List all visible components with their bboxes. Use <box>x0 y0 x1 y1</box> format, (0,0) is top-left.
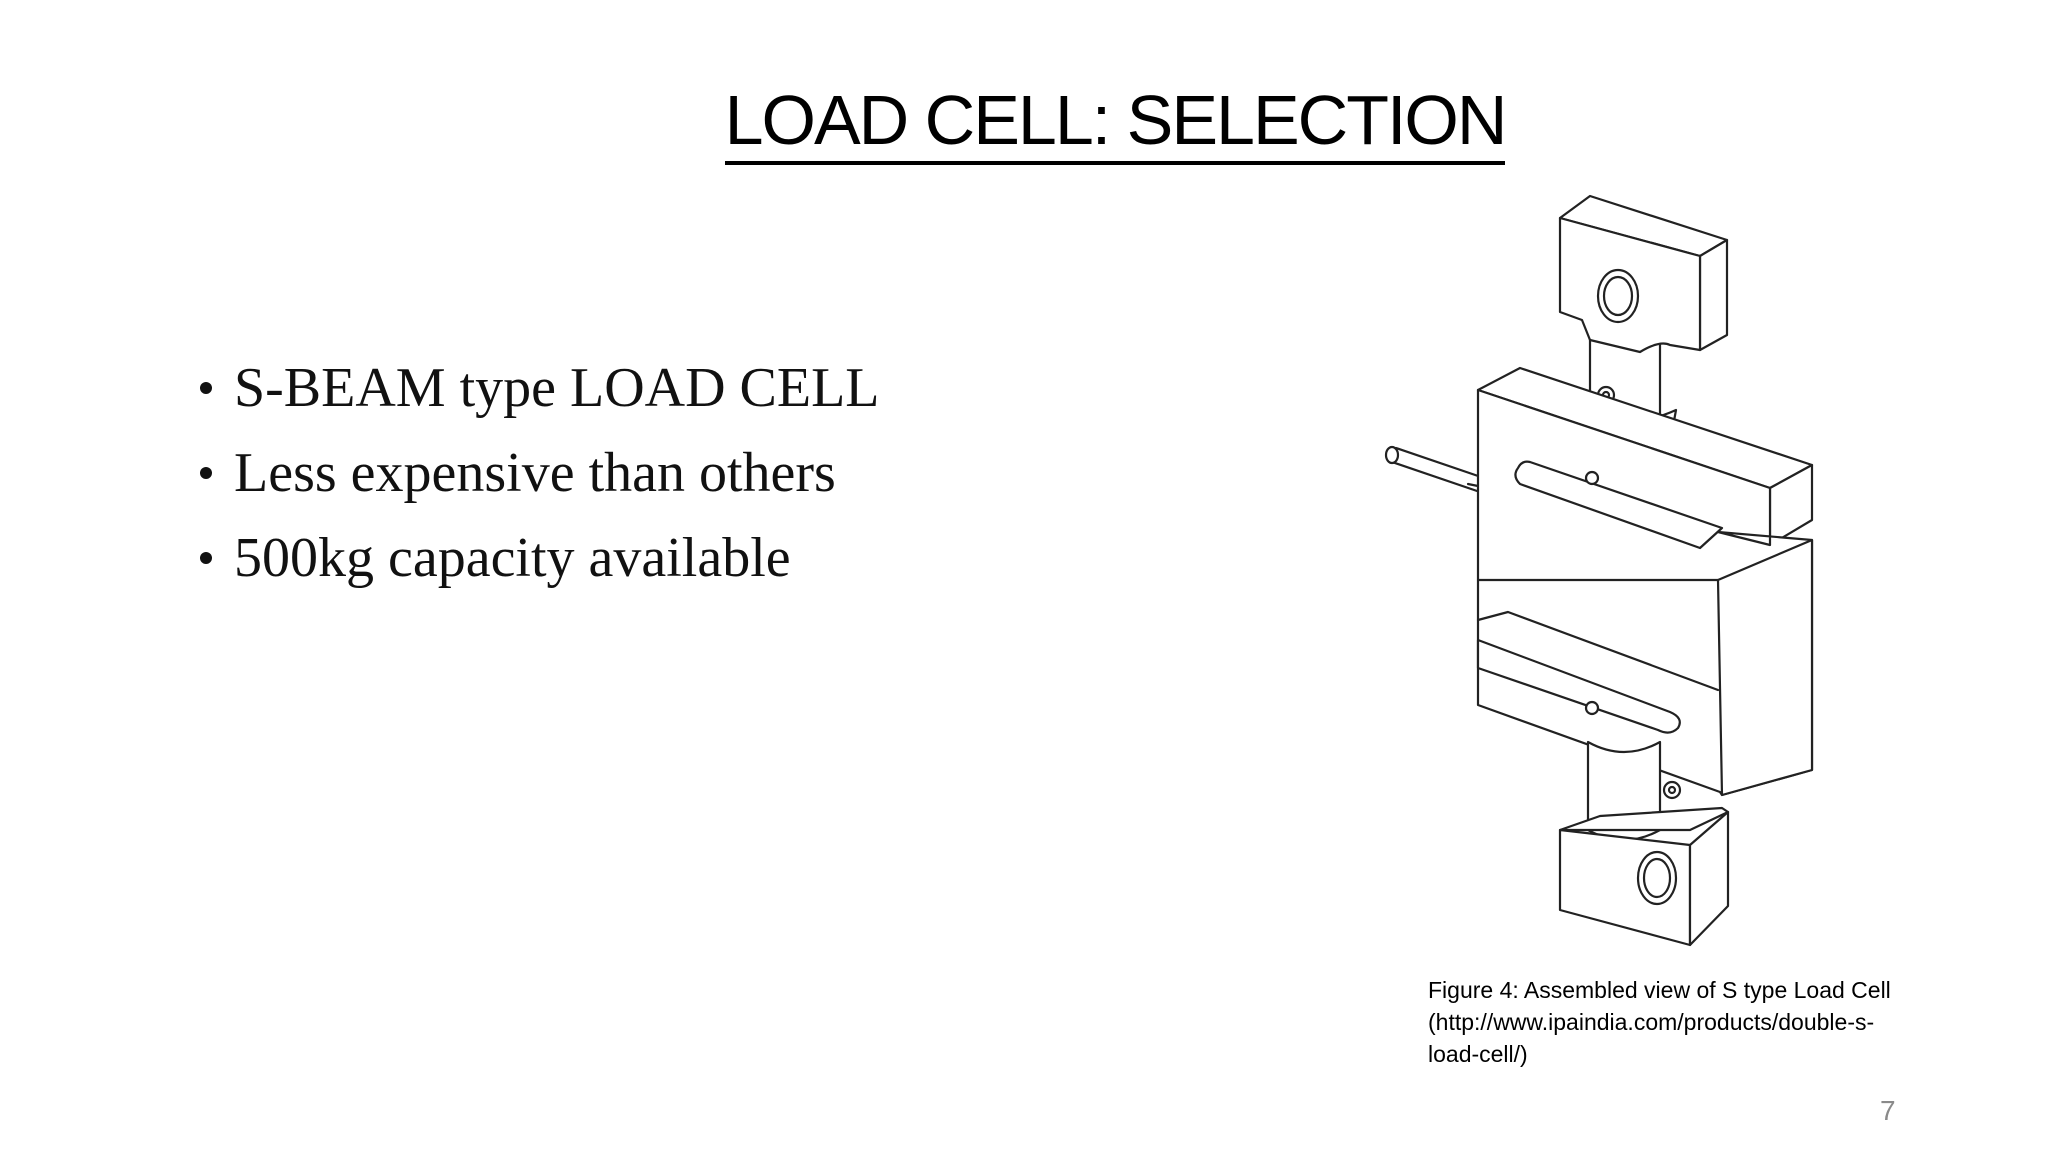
upper-slot <box>1514 460 1724 550</box>
bullet-list: S-BEAM type LOAD CELL Less expensive tha… <box>200 345 880 600</box>
bullet-dot-icon <box>200 551 212 564</box>
bullet-dot-icon <box>200 466 212 479</box>
bottom-clevis <box>1558 806 1730 947</box>
bullet-item: 500kg capacity available <box>200 515 880 600</box>
bullet-text: 500kg capacity available <box>234 526 791 589</box>
bullet-text: S-BEAM type LOAD CELL <box>234 356 880 419</box>
bullet-item: S-BEAM type LOAD CELL <box>200 345 880 430</box>
caption-line: Figure 4: Assembled view of S type Load … <box>1428 977 1891 1003</box>
s-beam-load-cell-drawing <box>1384 194 1814 947</box>
figure-caption: Figure 4: Assembled view of S type Load … <box>1428 974 1948 1070</box>
page-number: 7 <box>1880 1095 1896 1126</box>
caption-line: load-cell/) <box>1428 1041 1528 1067</box>
caption-line: (http://www.ipaindia.com/products/double… <box>1428 1009 1875 1035</box>
slide-title: LOAD CELL: SELECTION <box>0 80 2048 165</box>
cable <box>1384 445 1486 494</box>
top-clevis <box>1558 194 1729 354</box>
bullet-text: Less expensive than others <box>234 441 836 504</box>
bullet-item: Less expensive than others <box>200 430 880 515</box>
slide-title-text: LOAD CELL: SELECTION <box>724 81 1507 165</box>
lower-slot <box>1476 638 1681 734</box>
bullet-dot-icon <box>200 381 212 394</box>
s-body-side <box>1716 538 1814 797</box>
